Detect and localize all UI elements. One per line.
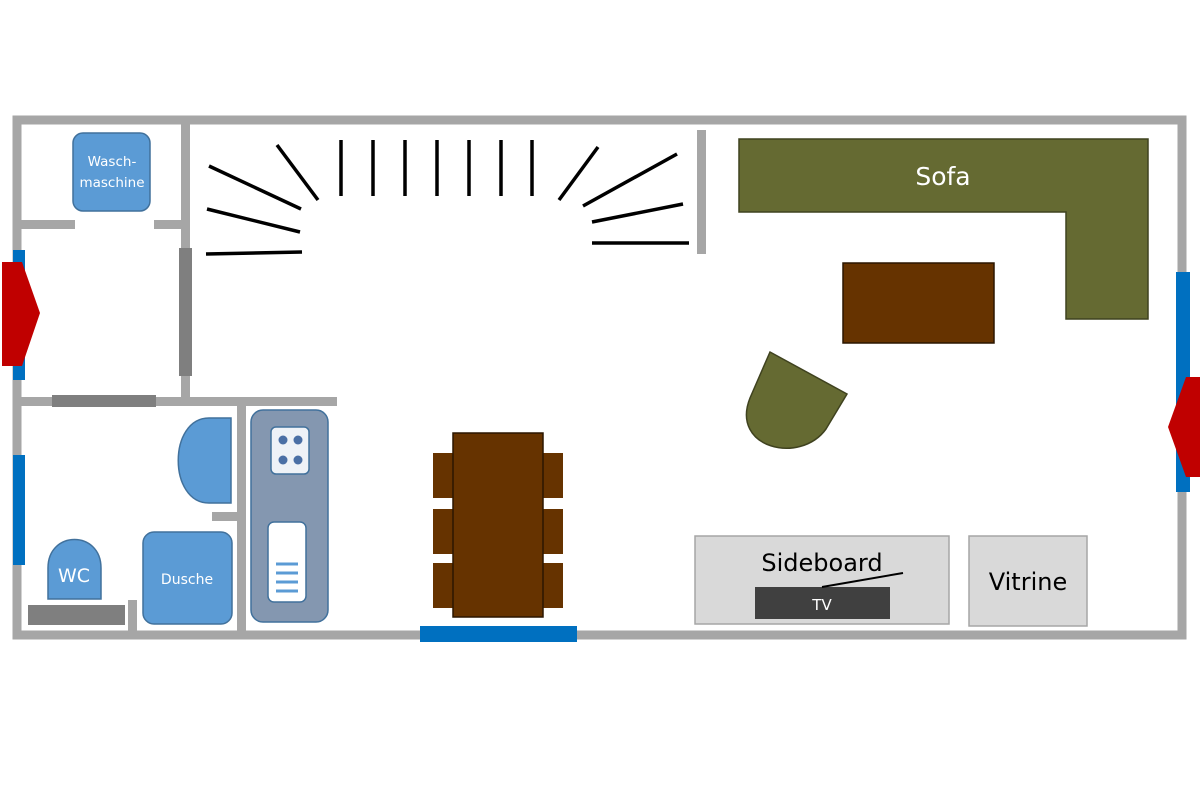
- armchair: [745, 350, 849, 449]
- window-left-lower: [13, 455, 25, 565]
- stair-step: [208, 164, 302, 211]
- chair: [433, 453, 453, 498]
- sofa: Sofa: [738, 138, 1149, 320]
- stair-step: [206, 207, 301, 234]
- stair-step: [275, 143, 320, 202]
- vitrine-label: Vitrine: [989, 568, 1067, 596]
- staircase: [205, 140, 689, 256]
- washing-machine-body: [72, 132, 151, 212]
- kitchen-counter: [250, 409, 329, 623]
- stair-step: [582, 152, 678, 208]
- vitrine-body: [968, 535, 1088, 627]
- wall-laundry-bottom-left: [21, 220, 75, 229]
- wall-hall-bottom: [21, 397, 337, 406]
- shower-tray: [142, 531, 233, 625]
- chair: [433, 509, 453, 554]
- washing-machine-label-line1: Wasch-: [88, 154, 137, 170]
- vitrine: Vitrine: [968, 535, 1088, 627]
- stair-step: [557, 145, 600, 202]
- wc-label: WC: [58, 565, 90, 587]
- entrance-arrow-left: [2, 262, 40, 366]
- stove: [270, 426, 310, 475]
- dining-set: [433, 432, 563, 618]
- shower: Dusche: [142, 531, 233, 625]
- stove-burner: [293, 435, 303, 445]
- stair-step: [591, 202, 684, 224]
- chair: [543, 453, 563, 498]
- washing-machine: Wasch- maschine: [72, 132, 151, 212]
- sideboard-label: Sideboard: [761, 549, 882, 577]
- doors: [28, 248, 192, 625]
- stair-step: [205, 250, 303, 256]
- shower-label: Dusche: [161, 572, 213, 588]
- chair: [433, 563, 453, 608]
- chair: [543, 509, 563, 554]
- wall-wc-divider: [128, 600, 137, 632]
- tv-label: TV: [811, 596, 832, 614]
- door-bath: [52, 395, 156, 407]
- wall-bath-stub: [212, 512, 242, 521]
- washing-machine-label-line2: maschine: [79, 175, 144, 191]
- wall-stair-divider: [697, 130, 706, 254]
- sofa-shape: [738, 138, 1149, 320]
- toilet: [47, 538, 102, 600]
- sink: [177, 417, 232, 504]
- chair: [543, 563, 563, 608]
- stove-burner: [278, 435, 288, 445]
- sofa-label: Sofa: [915, 162, 970, 191]
- stove-burner: [278, 455, 288, 465]
- dining-table: [452, 432, 544, 618]
- wall-laundry-bottom-right: [154, 220, 186, 229]
- door-wc: [28, 605, 125, 625]
- tv: [755, 587, 890, 619]
- entrance-arrow-right: [1168, 377, 1200, 477]
- kitchen-sink-drain-lines: [276, 562, 298, 593]
- coffee-table: [842, 262, 995, 344]
- wc: WC: [47, 538, 102, 600]
- window-bottom: [420, 626, 577, 642]
- stove-burner: [293, 455, 303, 465]
- sideboard: Sideboard TV: [694, 535, 950, 625]
- door-living: [179, 248, 192, 376]
- tv-stand-line: [821, 572, 904, 588]
